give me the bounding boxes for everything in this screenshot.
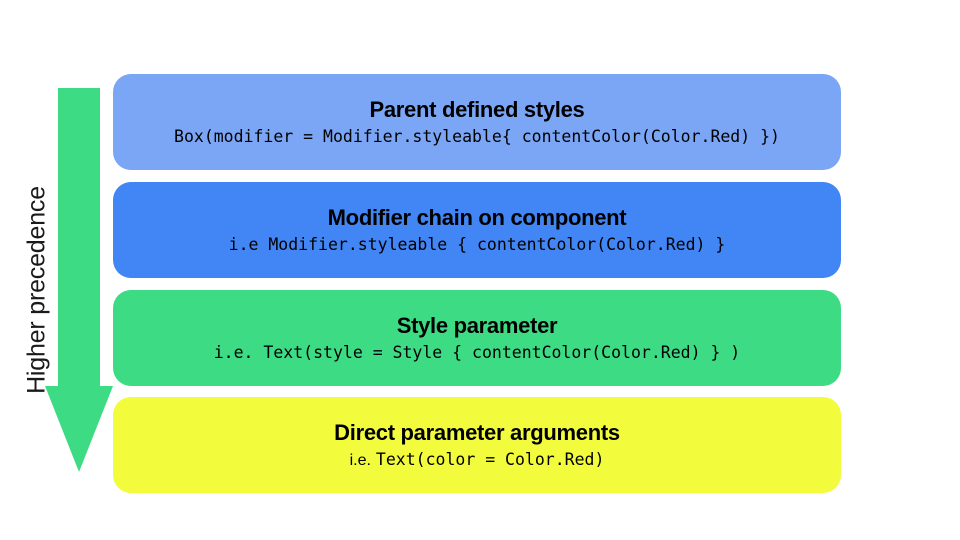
layer-title: Parent defined styles	[369, 96, 585, 122]
layer-title: Style parameter	[396, 312, 558, 338]
layer-code: Box(modifier = Modifier.styleable{ conte…	[174, 127, 780, 147]
layer-code: Text(color = Color.Red)	[375, 450, 605, 470]
layer-code: i.e. Text(style = Style { contentColor(C…	[213, 343, 741, 363]
layer-box-direct-parameter-arguments[interactable]: Direct parameter arguments i.e.Text(colo…	[113, 397, 841, 493]
layer-box-style-parameter[interactable]: Style parameter i.e. Text(style = Style …	[113, 290, 841, 386]
layer-code-prefix: i.e.	[349, 452, 371, 470]
layer-box-modifier-chain-on-component[interactable]: Modifier chain on component i.e Modifier…	[113, 182, 841, 278]
layer-title: Direct parameter arguments	[334, 419, 620, 445]
layer-code-row: i.e.Text(color = Color.Red)	[350, 450, 605, 470]
layer-box-parent-defined-styles[interactable]: Parent defined styles Box(modifier = Mod…	[113, 74, 841, 170]
down-arrow-icon	[45, 88, 113, 472]
precedence-axis: Higher precedence	[0, 0, 113, 540]
layer-code: i.e Modifier.styleable { contentColor(Co…	[228, 235, 726, 255]
layer-title: Modifier chain on component	[327, 204, 627, 230]
